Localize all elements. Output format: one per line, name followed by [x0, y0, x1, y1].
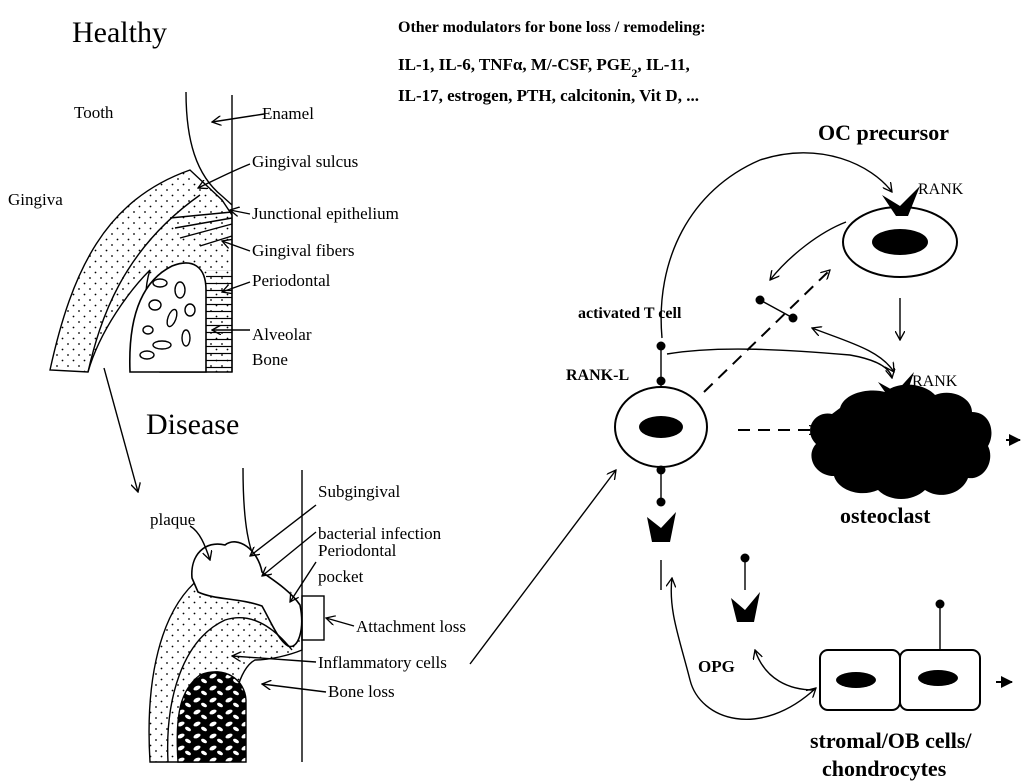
oc-precursor-cell: [843, 207, 957, 277]
label-junctional-epithelium: Junctional epithelium: [252, 204, 399, 223]
label-periodontal: Periodontal: [252, 271, 331, 290]
label-pocket: pocket: [318, 567, 364, 586]
stromal-label-line-1: stromal/OB cells/: [810, 728, 972, 753]
disease-title: Disease: [146, 408, 239, 441]
tcell-to-precursor-dashed-arrow: [704, 270, 830, 392]
rank-l-label: RANK-L: [566, 367, 629, 384]
stromal-to-opg-arrow: [755, 650, 814, 690]
free-rank-l-icon: [756, 296, 798, 323]
label-inflammatory-cells: Inflammatory cells: [318, 653, 447, 672]
osteoclast-label: osteoclast: [840, 503, 931, 528]
label-gingival-sulcus: Gingival sulcus: [252, 152, 358, 171]
stromal-ob-cells: [820, 650, 980, 710]
label-bone: Bone: [252, 350, 288, 369]
stromal-label-line-2: chondrocytes: [822, 756, 947, 781]
free-rankl-to-precursor-arrow: [770, 222, 846, 280]
label-bone-loss: Bone loss: [328, 682, 395, 701]
modulators-line-1: IL-1, IL-6, TNFα, M/-CSF, PGE2, IL-11,: [398, 55, 690, 80]
tcell-to-rank-bottom-arrow: [667, 349, 892, 378]
stromal-rank-l-icon: [936, 600, 945, 651]
label-enamel: Enamel: [262, 104, 314, 123]
opg-bound-icon: [647, 512, 676, 542]
inflammatory-to-tcell-arrow: [470, 470, 616, 664]
label-plaque: plaque: [150, 510, 195, 529]
oc-precursor-label: OC precursor: [818, 120, 949, 145]
label-attachment-loss: Attachment loss: [356, 617, 466, 636]
opg-label: OPG: [698, 657, 735, 676]
activated-t-cell: [615, 387, 707, 467]
label-disease-periodontal: Periodontal: [318, 541, 397, 560]
activated-t-cell-label: activated T cell: [578, 305, 682, 322]
label-tooth: Tooth: [74, 103, 114, 122]
modulators-heading: Other modulators for bone loss / remodel…: [398, 19, 706, 36]
label-subgingival: Subgingival: [318, 482, 400, 501]
rank-bottom-label: RANK: [912, 373, 958, 390]
healthy-to-disease-arrow: [104, 368, 138, 492]
rank-top-label: RANK: [918, 181, 964, 198]
label-alveolar: Alveolar: [252, 325, 312, 344]
label-gingival-fibers: Gingival fibers: [252, 241, 354, 260]
stromal-to-tcell-arrow: [671, 578, 816, 719]
free-opg-icon: [731, 554, 760, 623]
healthy-title: Healthy: [72, 16, 167, 49]
modulators-line-2: IL-17, estrogen, PTH, calcitonin, Vit D,…: [398, 86, 699, 105]
healthy-tooth-illustration: [50, 92, 232, 372]
healthy-periodontal-ligament: [206, 270, 232, 372]
label-gingiva: Gingiva: [8, 190, 63, 209]
